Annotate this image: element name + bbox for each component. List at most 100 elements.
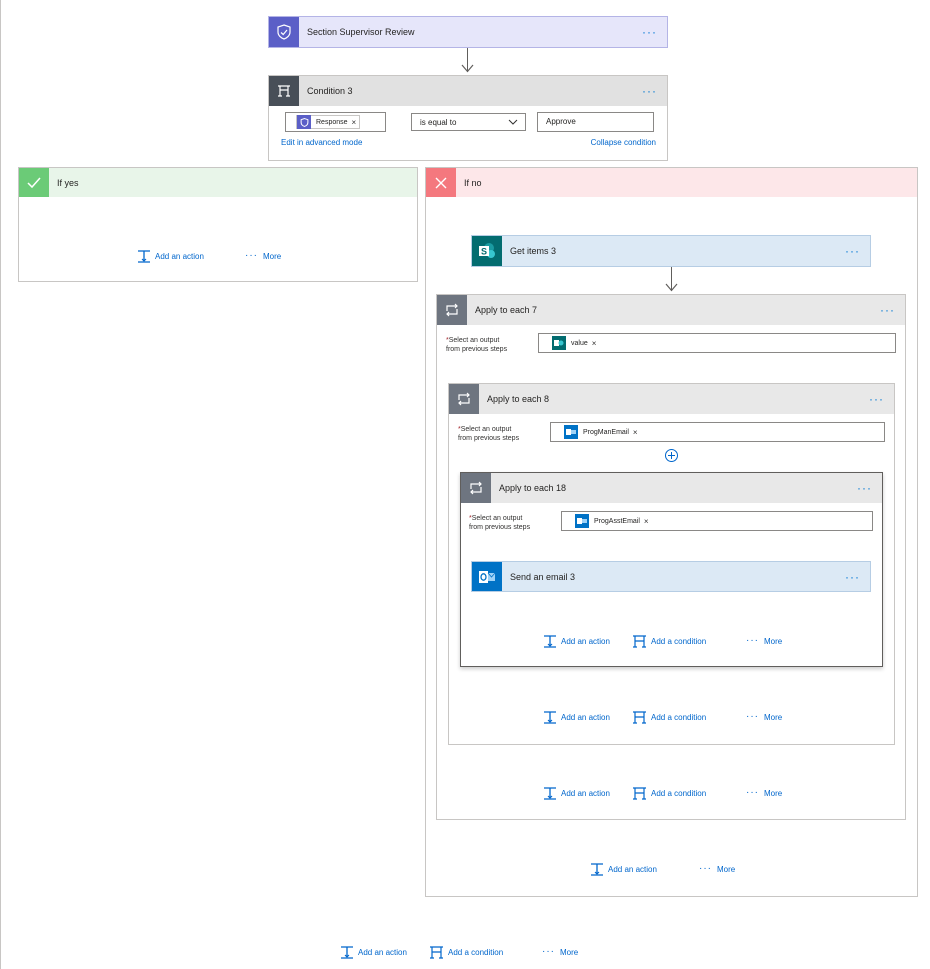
response-token: Response × xyxy=(296,115,361,129)
if-no-more-button[interactable]: ··· More xyxy=(699,864,735,874)
add-condition-label: Add a condition xyxy=(448,948,504,957)
response-token-label: Response xyxy=(316,118,348,126)
sharepoint-icon: S xyxy=(472,236,502,266)
more-label: More xyxy=(263,251,282,261)
apply8-more-button[interactable]: ··· More xyxy=(746,712,782,722)
select-output-label: *Select an output from previous steps xyxy=(458,426,520,442)
collapse-condition-link[interactable]: Collapse condition xyxy=(590,138,656,147)
apply-to-each-8-title: Apply to each 8 xyxy=(487,394,550,404)
if-yes-branch: If yes Add an action ··· More xyxy=(18,167,418,282)
more-dots-icon: ··· xyxy=(542,946,555,957)
approval-step-menu-button[interactable]: ··· xyxy=(642,25,657,39)
condition-menu-button[interactable]: ··· xyxy=(642,84,657,98)
bottom-add-condition-button[interactable]: Add a condition xyxy=(429,946,503,959)
add-condition-label: Add a condition xyxy=(651,637,707,646)
insert-step-button[interactable] xyxy=(665,449,678,462)
operator-value: is equal to xyxy=(420,118,457,127)
get-items-title: Get items 3 xyxy=(510,246,557,256)
condition-operator-select[interactable]: is equal to xyxy=(411,113,526,131)
outlook-icon xyxy=(564,425,578,439)
send-email-card[interactable]: Send an email 3 ··· xyxy=(471,561,871,592)
apply-to-each-18-menu-button[interactable]: ··· xyxy=(857,481,872,495)
value-token-label: value xyxy=(571,339,588,347)
add-action-icon xyxy=(544,711,556,724)
if-no-add-action-button[interactable]: Add an action xyxy=(590,863,657,876)
more-label: More xyxy=(764,712,783,722)
more-dots-icon: ··· xyxy=(746,711,759,722)
get-items-menu-button[interactable]: ··· xyxy=(845,244,860,258)
get-items-card[interactable]: S Get items 3 ··· xyxy=(471,235,871,267)
more-dots-icon: ··· xyxy=(245,250,258,261)
checkmark-icon xyxy=(19,168,49,197)
add-condition-label: Add a condition xyxy=(651,789,707,798)
more-label: More xyxy=(764,636,783,646)
more-label: More xyxy=(717,864,736,874)
apply18-add-action-button[interactable]: Add an action xyxy=(543,635,610,648)
add-action-label: Add an action xyxy=(358,948,407,957)
apply-to-each-8-input[interactable]: ProgManEmail × xyxy=(550,422,885,442)
bottom-add-action-button[interactable]: Add an action xyxy=(340,946,407,959)
remove-token-icon[interactable]: × xyxy=(643,516,649,526)
add-action-label: Add an action xyxy=(561,713,610,722)
if-yes-more-button[interactable]: ··· More xyxy=(245,251,281,261)
more-dots-icon: ··· xyxy=(699,863,712,874)
remove-token-icon[interactable]: × xyxy=(351,117,357,127)
apply8-add-action-button[interactable]: Add an action xyxy=(543,711,610,724)
add-action-icon xyxy=(544,787,556,800)
condition-right-operand-field[interactable]: Approve xyxy=(537,112,654,132)
condition-left-operand-field[interactable]: Response × xyxy=(285,112,386,132)
apply7-more-button[interactable]: ··· More xyxy=(746,788,782,798)
add-action-label: Add an action xyxy=(561,789,610,798)
if-yes-add-action-button[interactable]: Add an action xyxy=(137,250,204,263)
add-condition-label: Add a condition xyxy=(651,713,707,722)
approval-step-card[interactable]: Section Supervisor Review ··· xyxy=(268,16,668,48)
svg-text:S: S xyxy=(481,247,487,257)
add-action-label: Add an action xyxy=(155,252,204,261)
add-action-label: Add an action xyxy=(608,865,657,874)
apply7-add-condition-button[interactable]: Add a condition xyxy=(632,787,706,800)
apply-to-each-7-title: Apply to each 7 xyxy=(475,305,538,315)
progasstemail-token-label: ProgAsstEmail xyxy=(594,517,640,525)
add-action-icon xyxy=(138,250,150,263)
more-dots-icon: ··· xyxy=(746,635,759,646)
right-operand-value: Approve xyxy=(546,117,576,126)
apply7-add-action-button[interactable]: Add an action xyxy=(543,787,610,800)
add-condition-icon xyxy=(633,711,646,724)
add-action-label: Add an action xyxy=(561,637,610,646)
approval-step-title: Section Supervisor Review xyxy=(307,27,415,37)
if-no-title: If no xyxy=(464,177,482,188)
if-yes-title: If yes xyxy=(57,177,79,188)
apply-to-each-7-input[interactable]: value × xyxy=(538,333,896,353)
remove-token-icon[interactable]: × xyxy=(591,338,597,348)
approval-icon xyxy=(297,115,311,129)
apply-to-each-7-menu-button[interactable]: ··· xyxy=(880,303,895,317)
arrow-down-icon xyxy=(461,64,474,73)
edit-advanced-mode-link[interactable]: Edit in advanced mode xyxy=(281,138,363,147)
progasstemail-token: ProgAsstEmail × xyxy=(574,514,652,528)
close-icon xyxy=(426,168,456,197)
more-dots-icon: ··· xyxy=(746,787,759,798)
connector-line xyxy=(467,48,468,72)
chevron-down-icon xyxy=(508,119,518,125)
apply18-add-condition-button[interactable]: Add a condition xyxy=(632,635,706,648)
loop-icon xyxy=(449,384,479,414)
apply-to-each-8-menu-button[interactable]: ··· xyxy=(869,392,884,406)
add-action-icon xyxy=(544,635,556,648)
condition-card: Condition 3 ··· Response × is equal to A… xyxy=(268,75,668,161)
send-email-title: Send an email 3 xyxy=(510,571,576,582)
progmanemail-token-label: ProgManEmail xyxy=(583,428,629,436)
select-output-label: *Select an output from previous steps xyxy=(469,515,531,531)
loop-icon xyxy=(461,473,491,503)
remove-token-icon[interactable]: × xyxy=(632,427,638,437)
condition-title: Condition 3 xyxy=(307,86,353,96)
value-token: value × xyxy=(551,336,600,350)
loop-icon xyxy=(437,295,467,325)
add-condition-icon xyxy=(430,946,443,959)
bottom-more-button[interactable]: ··· More xyxy=(542,947,578,957)
connector-line xyxy=(671,267,672,291)
send-email-menu-button[interactable]: ··· xyxy=(845,569,860,584)
apply18-more-button[interactable]: ··· More xyxy=(746,636,782,646)
apply8-add-condition-button[interactable]: Add a condition xyxy=(632,711,706,724)
add-condition-icon xyxy=(633,635,646,648)
apply-to-each-18-input[interactable]: ProgAsstEmail × xyxy=(561,511,873,531)
